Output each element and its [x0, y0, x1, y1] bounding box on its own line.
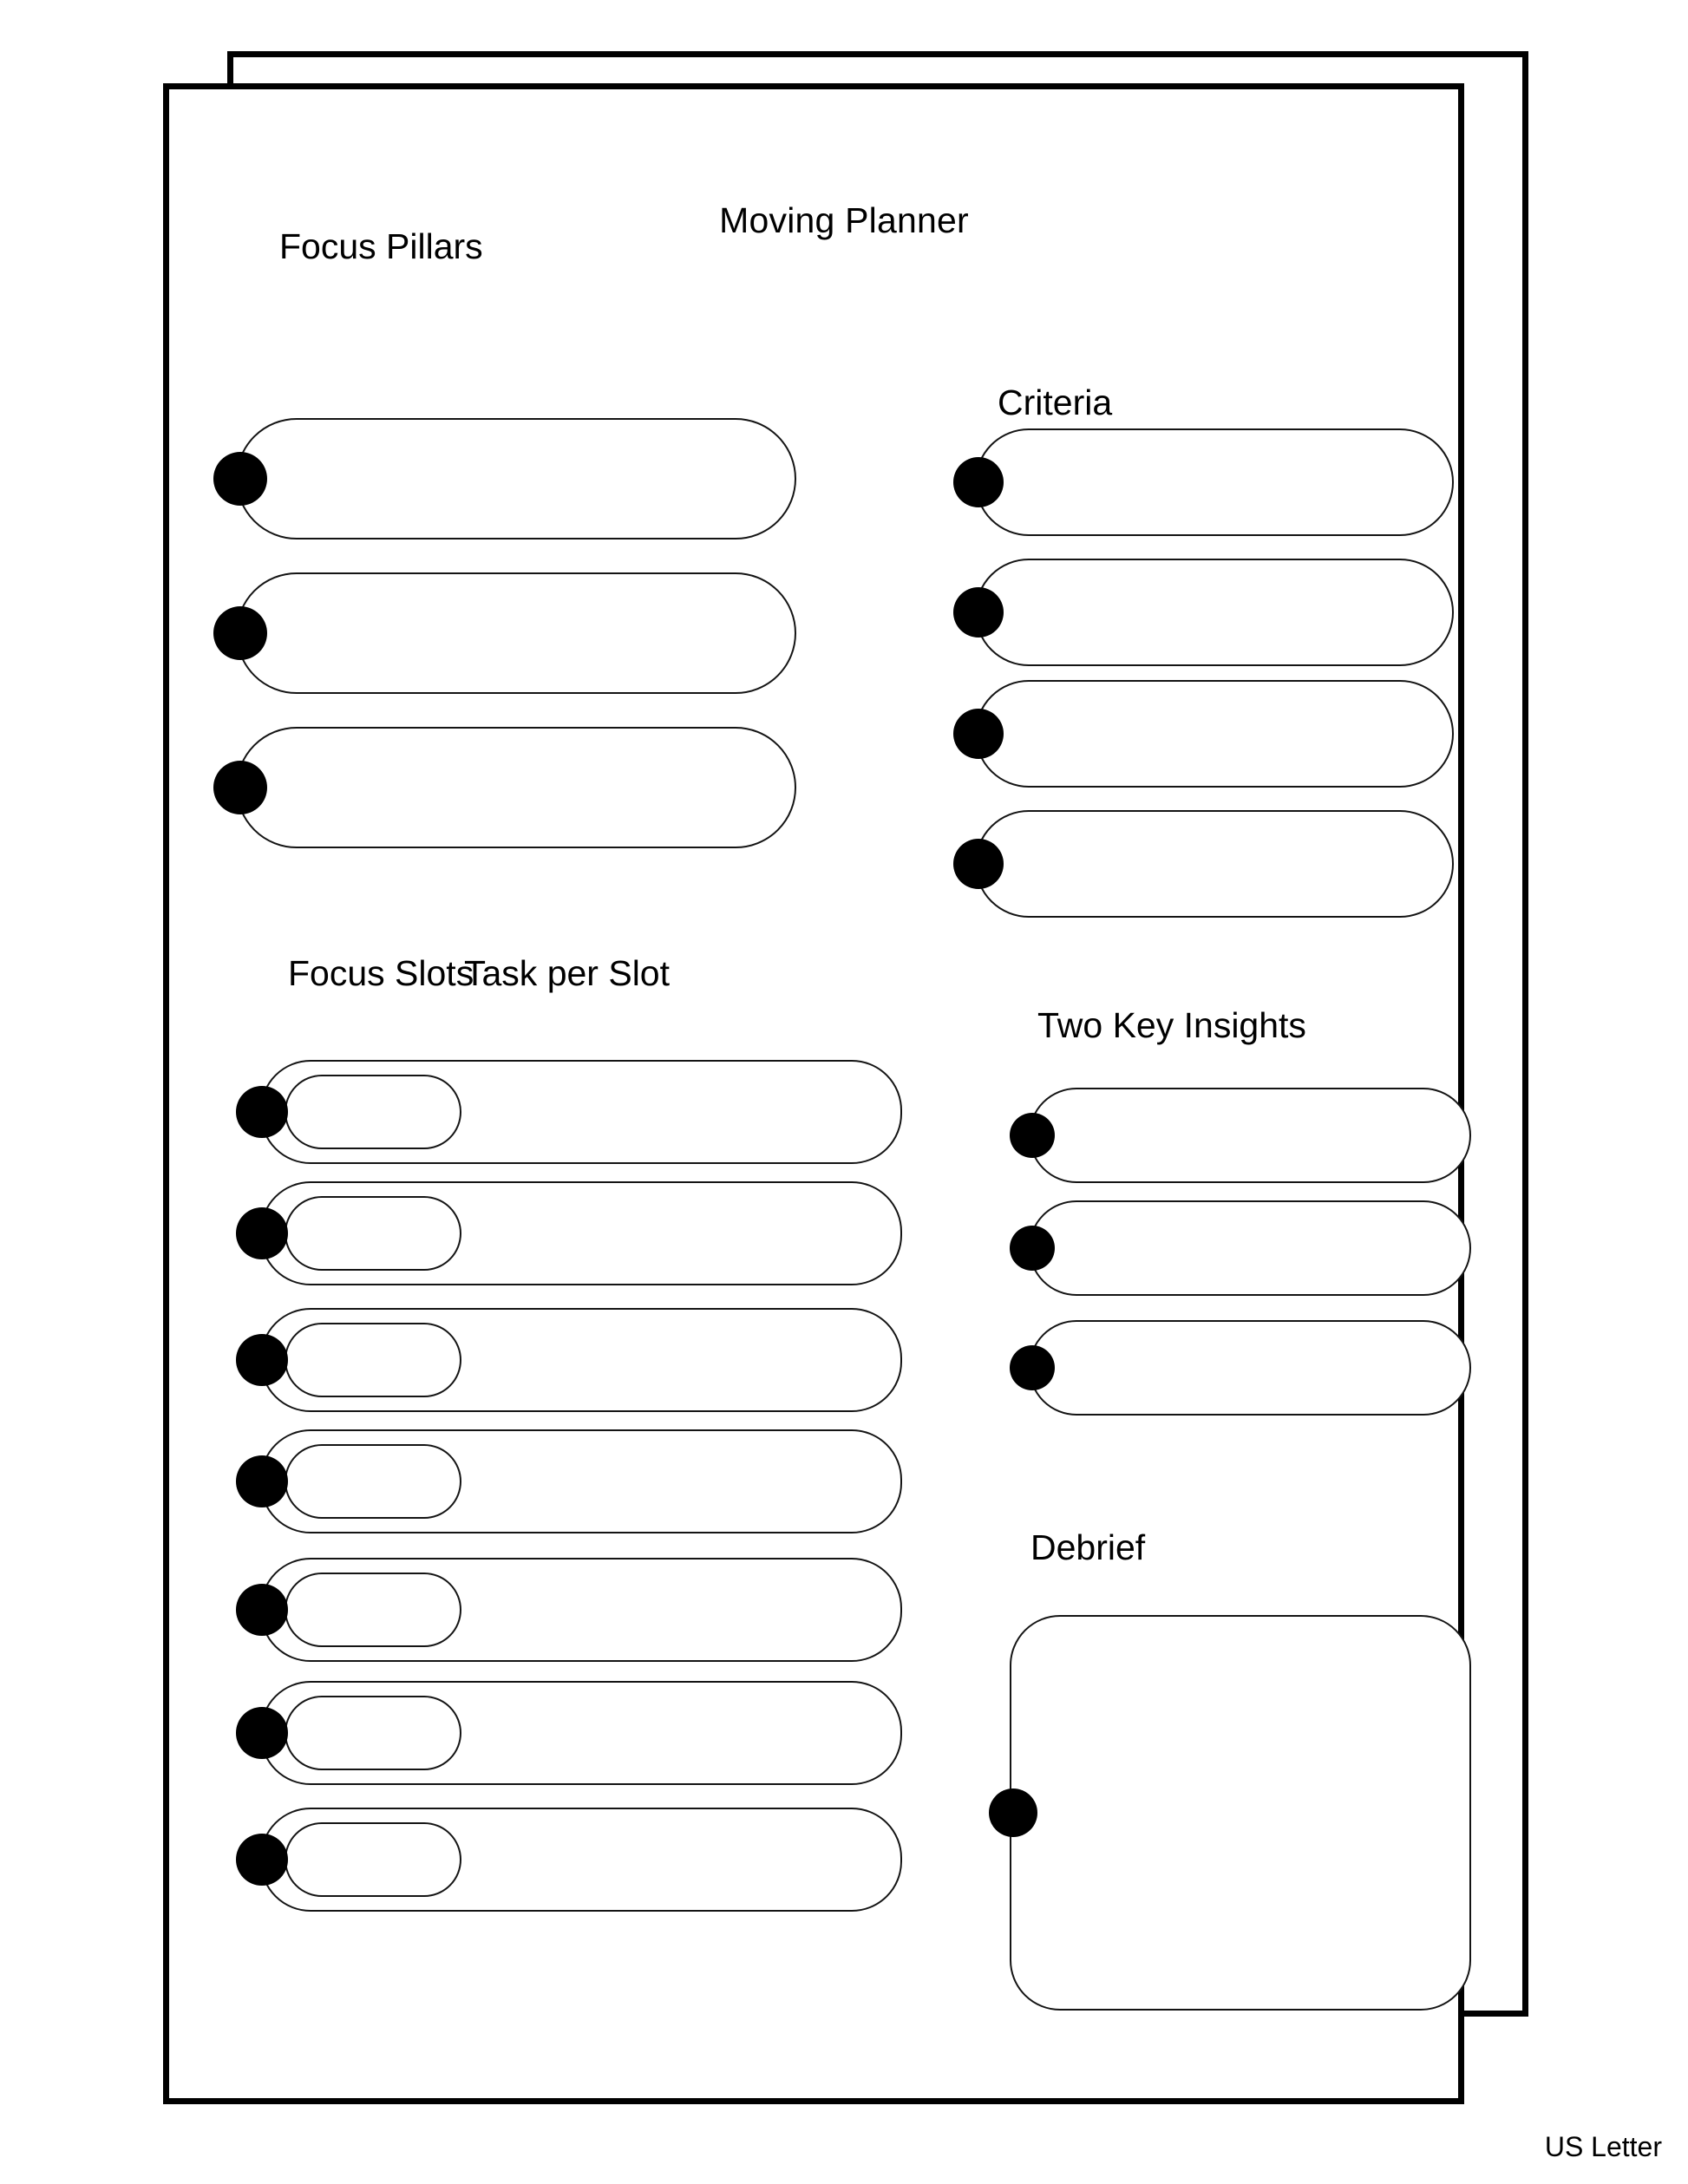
focus-pillar-row[interactable]	[213, 418, 796, 539]
key-insight-field[interactable]	[1029, 1088, 1471, 1183]
focus-slot-field[interactable]	[285, 1696, 461, 1770]
focus-slot-row[interactable]	[236, 1808, 902, 1912]
focus-slot-row[interactable]	[236, 1060, 902, 1164]
section-title-criteria: Criteria	[998, 383, 1113, 422]
key-insight-row[interactable]	[1010, 1320, 1471, 1416]
node-dot-icon	[213, 606, 267, 660]
node-dot-icon	[953, 457, 1004, 507]
key-insight-row[interactable]	[1010, 1200, 1471, 1296]
focus-slot-field[interactable]	[285, 1075, 461, 1149]
node-dot-icon	[236, 1584, 288, 1636]
node-dot-icon	[236, 1086, 288, 1138]
node-dot-icon	[1010, 1345, 1055, 1390]
key-insight-row[interactable]	[1010, 1088, 1471, 1183]
criteria-field[interactable]	[975, 680, 1454, 788]
focus-slot-row[interactable]	[236, 1181, 902, 1285]
criteria-row[interactable]	[953, 428, 1454, 536]
node-dot-icon	[953, 839, 1004, 889]
criteria-field[interactable]	[975, 559, 1454, 666]
criteria-row[interactable]	[953, 559, 1454, 666]
focus-pillar-field[interactable]	[236, 727, 796, 848]
node-dot-icon	[236, 1455, 288, 1507]
focus-slot-field[interactable]	[285, 1444, 461, 1519]
key-insight-field[interactable]	[1029, 1200, 1471, 1296]
section-title-focus-slots: Focus Slots	[288, 953, 474, 993]
focus-slot-field[interactable]	[285, 1822, 461, 1897]
debrief-row[interactable]	[989, 1615, 1471, 2011]
focus-pillar-field[interactable]	[236, 418, 796, 539]
criteria-row[interactable]	[953, 810, 1454, 918]
criteria-field[interactable]	[975, 428, 1454, 536]
node-dot-icon	[1010, 1226, 1055, 1271]
node-dot-icon	[236, 1834, 288, 1886]
criteria-field[interactable]	[975, 810, 1454, 918]
focus-slot-row[interactable]	[236, 1558, 902, 1662]
section-title-task-per-slot: Task per Slot	[464, 953, 670, 993]
node-dot-icon	[953, 709, 1004, 759]
node-dot-icon	[236, 1707, 288, 1759]
node-dot-icon	[213, 761, 267, 814]
focus-pillar-field[interactable]	[236, 572, 796, 694]
node-dot-icon	[1010, 1113, 1055, 1158]
section-title-two-key-insights: Two Key Insights	[1037, 1005, 1306, 1045]
node-dot-icon	[213, 452, 267, 506]
page-title: Moving Planner	[719, 200, 969, 240]
focus-slot-row[interactable]	[236, 1681, 902, 1785]
section-title-debrief: Debrief	[1030, 1527, 1146, 1567]
key-insight-field[interactable]	[1029, 1320, 1471, 1416]
focus-pillar-row[interactable]	[213, 727, 796, 848]
section-title-focus-pillars: Focus Pillars	[279, 226, 483, 266]
paper-size-label: US Letter	[1544, 2131, 1662, 2162]
focus-pillar-row[interactable]	[213, 572, 796, 694]
focus-slot-row[interactable]	[236, 1429, 902, 1533]
focus-slot-field[interactable]	[285, 1573, 461, 1647]
focus-slot-row[interactable]	[236, 1308, 902, 1412]
node-dot-icon	[236, 1334, 288, 1386]
focus-slot-field[interactable]	[285, 1323, 461, 1397]
focus-slot-field[interactable]	[285, 1196, 461, 1271]
node-dot-icon	[953, 587, 1004, 638]
node-dot-icon	[989, 1788, 1037, 1837]
debrief-field[interactable]	[1010, 1615, 1471, 2011]
criteria-row[interactable]	[953, 680, 1454, 788]
node-dot-icon	[236, 1207, 288, 1259]
